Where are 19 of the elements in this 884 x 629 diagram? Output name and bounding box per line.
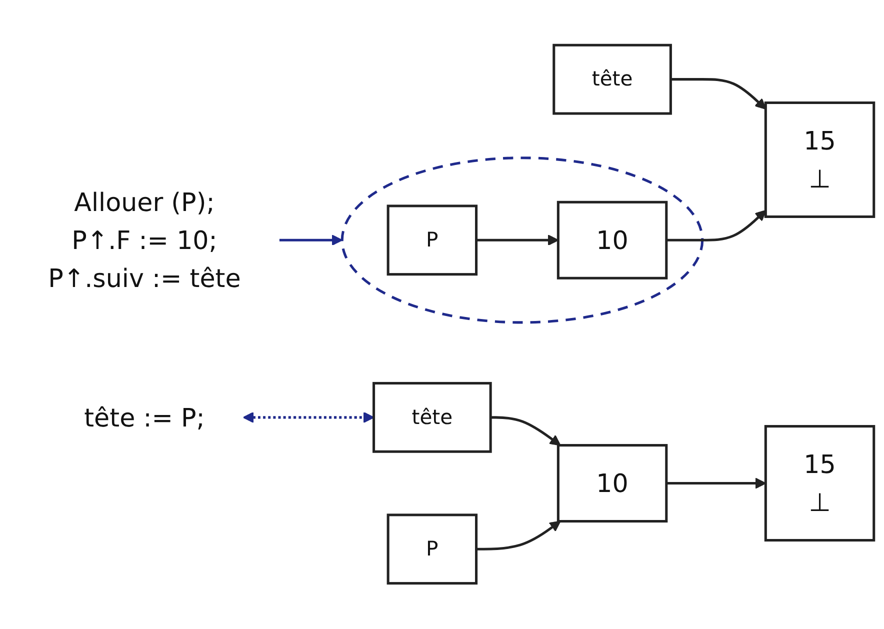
arrow	[670, 78, 766, 110]
node-box: P	[386, 204, 478, 276]
node-box: 10	[556, 444, 668, 523]
node-box: tête	[372, 382, 492, 454]
arrow	[666, 478, 766, 490]
node-box: P	[386, 514, 478, 585]
node-box: 10	[556, 201, 668, 280]
arrow	[666, 210, 766, 242]
arrow	[242, 412, 374, 424]
node-box: 15 ⊥	[764, 425, 876, 542]
cluster	[340, 156, 704, 324]
node-box: tête	[552, 44, 672, 116]
arrow	[490, 416, 561, 446]
arrow	[476, 521, 561, 551]
arrow	[278, 234, 343, 246]
arrow	[476, 234, 559, 246]
node-box: 15 ⊥	[764, 102, 876, 218]
node-text: Allouer (P); P↑.F := 10; P↑.suiv := tête	[48, 187, 241, 294]
node-text: tête := P;	[84, 402, 205, 433]
